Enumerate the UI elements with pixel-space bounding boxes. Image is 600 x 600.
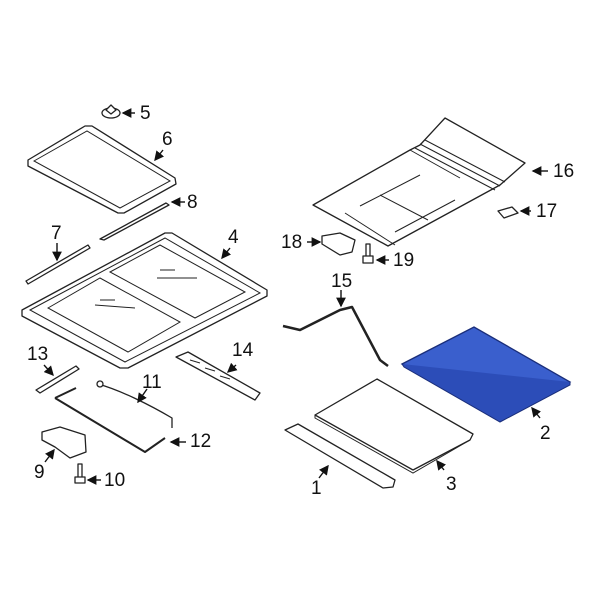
callout-2[interactable]: 2 [540,423,551,444]
callout-15[interactable]: 15 [331,271,353,292]
part-9-motor[interactable] [41,426,87,459]
part-3-panel[interactable] [314,378,474,474]
callout-3[interactable]: 3 [446,474,457,495]
part-19-bolt[interactable] [362,243,374,264]
callout-4[interactable]: 4 [228,227,239,248]
part-18-motor[interactable] [321,232,356,256]
callout-5[interactable]: 5 [140,103,151,124]
part-1-deflector[interactable] [284,423,396,489]
callout-11[interactable]: 11 [142,372,162,393]
callout-9[interactable]: 9 [34,462,45,483]
part-4-frame[interactable] [21,232,268,369]
callout-18[interactable]: 18 [281,232,303,253]
part-2-glass-panel[interactable] [400,326,572,423]
callout-14[interactable]: 14 [232,340,254,361]
callout-10[interactable]: 10 [104,470,126,491]
callout-17[interactable]: 17 [536,201,558,222]
callout-19[interactable]: 19 [393,250,415,271]
part-16-sunshade[interactable] [312,117,526,247]
part-5-nut[interactable] [101,104,121,119]
part-8-strip[interactable] [99,202,170,241]
part-14-rail[interactable] [175,351,261,401]
callout-13[interactable]: 13 [27,344,49,365]
part-6-seal[interactable] [27,125,177,214]
callout-12[interactable]: 12 [190,431,212,452]
part-15-drain-tube[interactable] [282,305,389,367]
callout-6[interactable]: 6 [162,129,173,150]
part-12-cable[interactable] [54,387,166,453]
part-10-bolt[interactable] [74,463,86,484]
callout-1[interactable]: 1 [311,478,322,499]
callout-16[interactable]: 16 [553,161,575,182]
part-17-cap[interactable] [497,206,519,219]
part-13-bracket[interactable] [35,365,80,394]
callout-7[interactable]: 8 [187,192,198,213]
callout-8[interactable]: 7 [51,223,62,244]
part-7-strip[interactable] [25,244,91,285]
